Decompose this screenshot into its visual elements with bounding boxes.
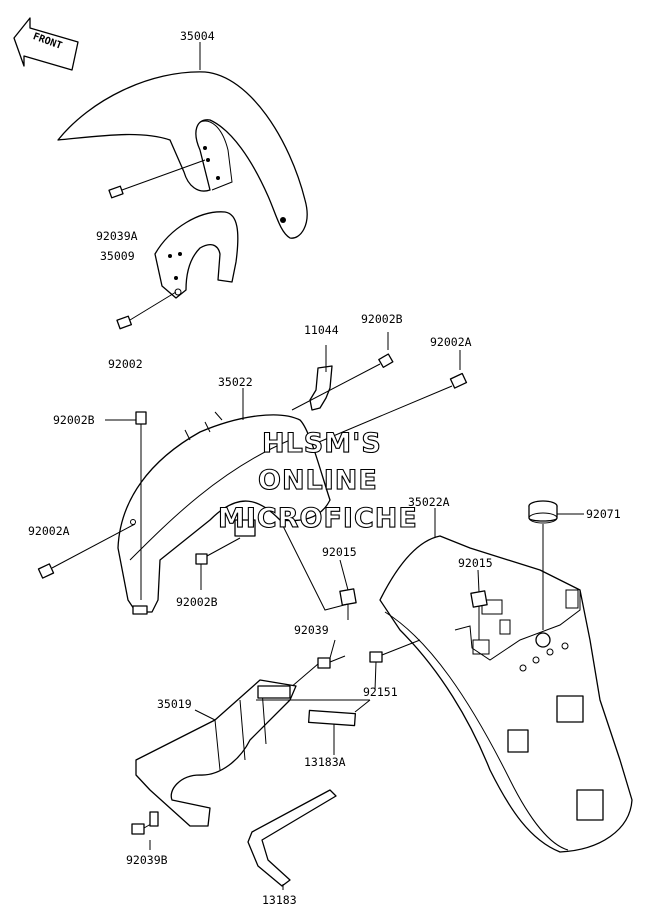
- label-92002-top: 92002: [108, 357, 143, 371]
- bolt-92002A-left: [37, 523, 136, 579]
- grommet-92071: [528, 500, 558, 630]
- clip-92015-a: [339, 588, 357, 620]
- watermark: HLSM'S ONLINE MICROFICHE: [217, 427, 418, 534]
- label-92039A: 92039A: [96, 229, 138, 243]
- bolt-92039A: [108, 159, 206, 199]
- front-fender-35004: [57, 71, 308, 239]
- rear-fender-35022A: [379, 535, 633, 853]
- label-92151: 92151: [363, 685, 398, 699]
- label-92002A-left: 92002A: [28, 524, 70, 538]
- label-92002B-top: 92002B: [361, 312, 403, 326]
- label-35004: 35004: [180, 29, 215, 43]
- bolt-92002B-mid: [195, 537, 241, 590]
- label-92002B-mid: 92002B: [176, 595, 218, 609]
- watermark-line-3: MICROFICHE: [218, 503, 418, 534]
- bolt-92039: [289, 655, 346, 689]
- bolt-92002B-left: [135, 411, 147, 600]
- stay-13183: [247, 789, 337, 887]
- label-13183A: 13183A: [304, 755, 346, 769]
- label-92071: 92071: [586, 507, 621, 521]
- plate-13183A: [256, 699, 371, 727]
- label-92002A-top: 92002A: [430, 335, 472, 349]
- bolt-92002A-top: [299, 350, 468, 451]
- leader-lines: [105, 42, 584, 890]
- label-35009: 35009: [100, 249, 135, 263]
- label-35022A: 35022A: [408, 495, 450, 509]
- clip-92015-b: [470, 590, 488, 640]
- label-92015-b: 92015: [458, 556, 493, 570]
- watermark-line-2: ONLINE: [258, 465, 378, 496]
- label-92002B-left: 92002B: [53, 413, 95, 427]
- front-arrow-icon: FRONT: [13, 17, 79, 71]
- label-35022: 35022: [218, 375, 253, 389]
- part-labels: 35004 92039A 35009 92002 11044 92002B 92…: [28, 29, 621, 907]
- label-11044: 11044: [304, 323, 339, 337]
- bracket-11044: [309, 345, 333, 411]
- label-92015-a: 92015: [322, 545, 357, 559]
- inner-fender-35022: [117, 411, 331, 615]
- label-13183: 13183: [262, 893, 297, 907]
- bolt-92002B-top: [291, 332, 394, 411]
- label-35019: 35019: [157, 697, 192, 711]
- watermark-line-1: HLSM'S: [262, 428, 382, 459]
- label-92039B: 92039B: [126, 853, 168, 867]
- label-92039: 92039: [294, 623, 329, 637]
- bolt-92151: [369, 639, 421, 663]
- bolt-92039B: [131, 811, 159, 835]
- bracket-35019: [135, 679, 297, 827]
- bracket-35009: [154, 211, 239, 299]
- bolt-92002: [116, 291, 177, 330]
